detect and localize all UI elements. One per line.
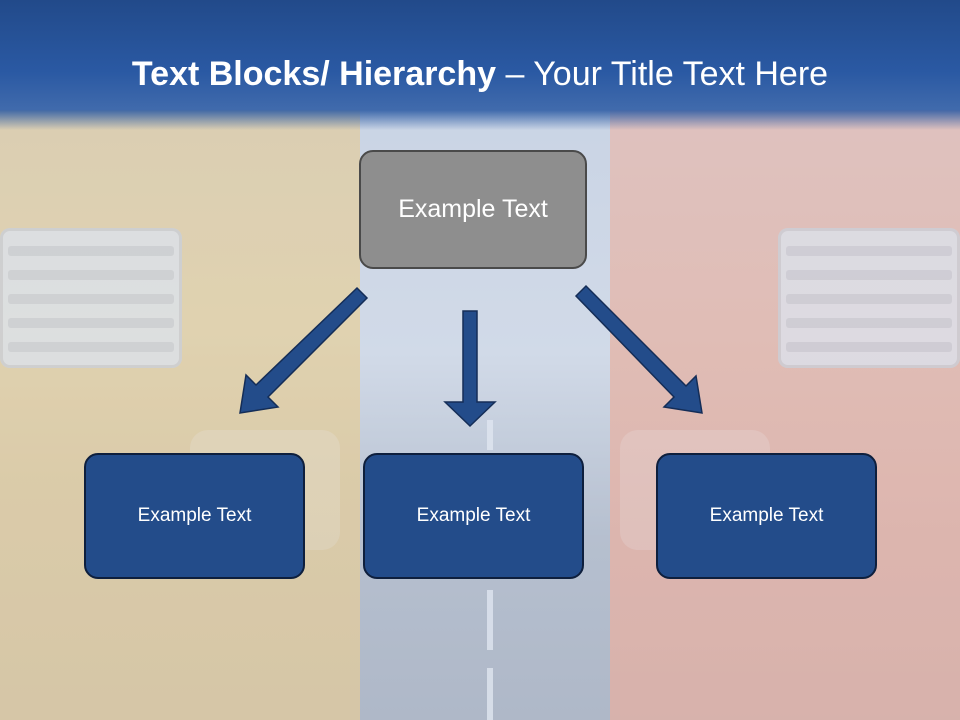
- hierarchy-child-label: Example Text: [137, 505, 252, 526]
- hierarchy-child-label: Example Text: [416, 505, 531, 526]
- hierarchy-child-box-2[interactable]: Example Text: [363, 453, 584, 579]
- background-grille-left: [0, 228, 182, 368]
- road-line: [487, 420, 493, 450]
- hierarchy-root-box[interactable]: Example Text: [359, 150, 587, 269]
- hierarchy-child-box-1[interactable]: Example Text: [84, 453, 305, 579]
- slide-title: Text Blocks/ Hierarchy – Your Title Text…: [0, 52, 960, 96]
- background-truck-left: [0, 110, 360, 720]
- background-grille-right: [778, 228, 960, 368]
- title-dash: –: [505, 55, 525, 93]
- road-line: [487, 668, 493, 720]
- hierarchy-child-label: Example Text: [709, 505, 824, 526]
- background-truck-right: [610, 110, 960, 720]
- hierarchy-root-label: Example Text: [398, 195, 548, 223]
- hierarchy-child-box-3[interactable]: Example Text: [656, 453, 877, 579]
- road-line: [487, 590, 493, 650]
- title-bold-part: Text Blocks/ Hierarchy: [131, 55, 497, 93]
- title-rest-part: Your Title Text Here: [533, 55, 829, 93]
- title-band: [0, 0, 960, 130]
